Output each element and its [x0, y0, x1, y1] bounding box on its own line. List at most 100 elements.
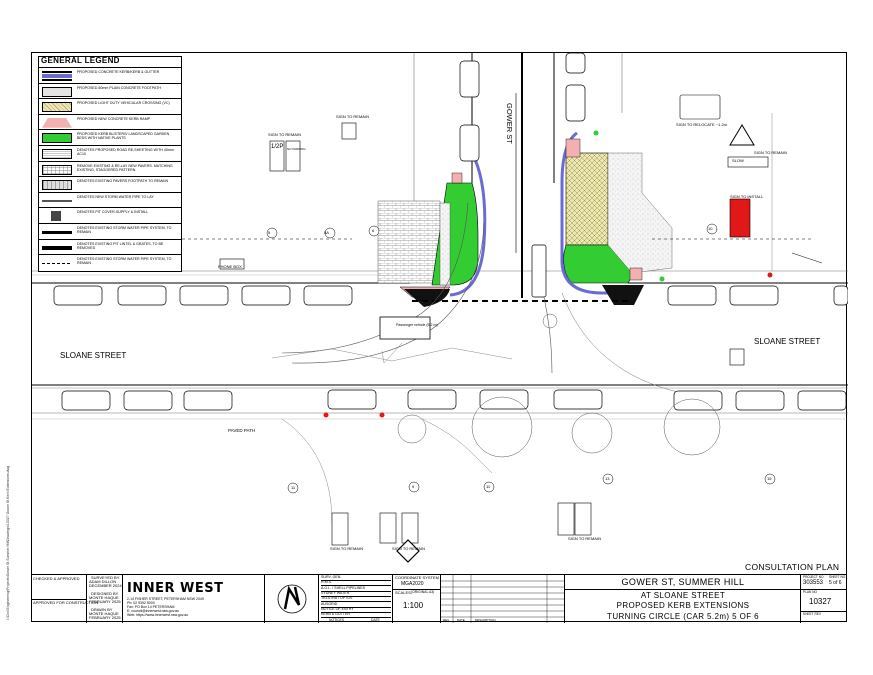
legend-swatch-pit — [51, 211, 61, 222]
coord-value: MGA2020 — [401, 581, 424, 587]
sign-remain-label-6: SIGN TO REMAIN — [568, 536, 601, 541]
numbers-cell: PROJECT NO SHEET NO 303553 5 of 6 PLAN N… — [801, 575, 847, 623]
legend-swatch-garden — [42, 133, 72, 144]
legend-text: DENOTES EXISTING STORM WATER PIPE SYSTEM… — [77, 226, 172, 234]
address-line-5: Web: https://www.innerwest.nsw.gov.au — [127, 613, 189, 617]
service-row: KERB & GUTTER — [321, 612, 391, 619]
legend-text: PROPOSED 80mm PLAIN CONCRETE FOOTPATH — [77, 85, 161, 90]
marker-15: 15 — [767, 476, 772, 481]
sheet-number: 5 of 6 — [829, 580, 842, 586]
marker-11a: 11 — [291, 485, 296, 490]
rev-desc-header: DESCRIPTION — [475, 618, 496, 622]
checked-label: CHECKED & APPROVED — [33, 576, 80, 581]
legend-swatch-pipe — [42, 195, 72, 206]
address-line-4: E: council@innerwest.nsw.gov.au — [127, 609, 179, 613]
scale-note: (ORIGINAL A3) — [411, 590, 435, 594]
sign-slow-text: SLOW — [732, 158, 744, 163]
services-cell: SURV. GEN.R.M.S.A.G.L. / SHELL PIPELINES… — [319, 575, 393, 623]
north-arrow-icon — [277, 584, 307, 614]
coord-cell: COORDINATE SYSTEM MGA2020 SCALES (ORIGIN… — [393, 575, 441, 623]
legend-text: REMOVE EXISTING & RE-LAY NEW PAVERS. MAT… — [77, 163, 173, 172]
designed-date: FEBRUARY 2025 — [89, 599, 121, 604]
service-row: TELSTRA / OPTUS — [321, 596, 391, 603]
sign-remain-label-5: SIGN TO REMAIN — [392, 546, 425, 551]
title-block: CHECKED & APPROVED APPROVED FOR CONSTRUC… — [31, 574, 847, 623]
marker-6: 6 — [372, 228, 375, 233]
marker-5: 5 — [268, 230, 271, 235]
north-arrow-cell — [265, 575, 319, 623]
gower-st-label: GOWER ST — [505, 103, 514, 144]
legend-row: DENOTES EXISTING STORM WATER PIPE SYSTEM… — [39, 223, 181, 240]
marker-10: 10 — [708, 226, 713, 231]
address-line-1: 2-14 FISHER STREET, PETERSHAM NSW 2049 — [127, 597, 204, 601]
legend-swatch-swp — [42, 227, 72, 237]
rev-header: REV — [443, 618, 450, 622]
legend-text: DENOTES EXISTING PAVERS FOOTPATH TO REMA… — [77, 179, 169, 184]
marker-13: 13 — [605, 476, 610, 481]
drawing-title-cell: GOWER ST, SUMMER HILL AT SLOANE STREET P… — [565, 575, 801, 623]
sign-install-label: SIGN TO INSTALL — [730, 194, 764, 199]
sign-remain-label-3: SIGN TO REMAIN — [754, 150, 787, 155]
sign-np-text: NO PARKING — [287, 147, 306, 151]
service-row: NOTICE OF ENTRY — [321, 607, 391, 613]
legend-swatch-resheet — [42, 149, 72, 159]
legend-row: PROPOSED 80mm PLAIN CONCRETE FOOTPATH — [39, 82, 181, 100]
consultation-plan-label: CONSULTATION PLAN — [745, 562, 840, 572]
notices-header: NOTICES — [329, 618, 345, 622]
file-path-note: I:\Civil Engineering\Projects\Gower St S… — [6, 465, 10, 620]
address-line-3: Fax: PO Box 14 PETERSHAM — [127, 605, 175, 609]
project-label: PROJECT NO — [803, 575, 824, 579]
sign-remain-label-4: SIGN TO REMAIN — [330, 546, 363, 551]
marker-5a: 5A — [324, 230, 329, 235]
legend-row: DENOTES PIT COVER-SUPPLY & INSTALL — [39, 207, 181, 224]
legend-text: DENOTES NEW STORM WATER PIPE TO LAY — [77, 194, 154, 199]
legend-row: PROPOSED CONCRETE KERB/KERB & GUTTER — [39, 67, 181, 84]
project-number: 303553 — [803, 580, 824, 586]
legend-text: PROPOSED NEW CONCRETE KERB RAMP — [77, 116, 151, 121]
legend-row: PROPOSED LIGHT DUTY VEHICULAR CROSSING (… — [39, 98, 181, 115]
legend-row: REMOVE EXISTING & RE-LAY NEW PAVERS. MAT… — [39, 160, 181, 178]
sheet-label: SHEET NO — [829, 575, 846, 579]
legend-swatch-ramp — [42, 117, 72, 128]
legend-row: DENOTES EXISTING PAVERS FOOTPATH TO REMA… — [39, 176, 181, 193]
site-plan — [32, 53, 848, 563]
sloane-street-label-left: SLOANE STREET — [60, 351, 127, 360]
sheet-rev-label: SHEET REV — [803, 612, 822, 616]
designed-label: DESIGNED BY — [91, 591, 119, 596]
sign-relocate-label: SIGN TO RELOCATE ~1.2m — [676, 122, 728, 127]
legend-text: DENOTES EXISTING PIT LINTEL & GRATES, TO… — [77, 241, 164, 250]
title-line-2: AT SLOANE STREET — [640, 591, 726, 600]
rev-date-header: DATE — [457, 618, 465, 622]
legend-row: DENOTES EXISTING PIT LINTEL & GRATES, TO… — [39, 238, 181, 256]
general-legend: GENERAL LEGEND PROPOSED CONCRETE KERB/KE… — [38, 56, 182, 272]
address-line-2: Ph: 02 9392 5000 — [127, 601, 155, 605]
turning-vehicle-label: Passenger vehicle (5.2 m) — [396, 323, 438, 327]
people-cell: SURVEYED BY ADAM DILLON DECEMBER 2024 DE… — [87, 575, 123, 623]
council-cell: INNER WEST 2-14 FISHER STREET, PETERSHAM… — [123, 575, 265, 623]
sign-remain-label-2: SIGN TO REMAIN — [336, 114, 369, 119]
drawn-name: MONTE HAQUE — [89, 611, 119, 616]
legend-text: PROPOSED LIGHT DUTY VEHICULAR CROSSING (… — [77, 101, 170, 106]
surveyed-name: ADAM DILLON — [89, 579, 117, 584]
legend-text: PROPOSED KERB BLISTERS/ LANDSCAPED GARDE… — [77, 132, 170, 141]
service-row: A.G.L. / SHELL PIPELINES — [321, 586, 391, 592]
designed-name: MONTE HAQUE — [89, 595, 119, 600]
legend-swatch-pavers — [42, 164, 72, 175]
sloane-street-label-right: SLOANE STREET — [754, 337, 821, 346]
legend-row: DENOTES PROPOSED ROAD RE-SHEETING WITH 4… — [39, 145, 181, 162]
legend-swatch-kerb — [42, 71, 72, 81]
marker-11b: 11 — [486, 484, 491, 489]
legend-row: DENOTES NEW STORM WATER PIPE TO LAY — [39, 191, 181, 209]
parked-cars-bottom — [61, 389, 847, 411]
phone-box-label: PHONE BOX — [218, 264, 242, 269]
revision-cell: REV DATE DESCRIPTION — [441, 575, 565, 623]
legend-text: DENOTES PIT COVER-SUPPLY & INSTALL — [77, 210, 149, 215]
approved-label: APPROVED FOR CONSTRUCTION — [33, 600, 99, 605]
coord-label: COORDINATE SYSTEM — [395, 575, 439, 580]
legend-swatch-dash — [42, 258, 72, 269]
service-row: SURV. GEN. — [321, 575, 391, 581]
sign-remain-label-1: SIGN TO REMAIN — [268, 132, 301, 137]
service-row: SYDNEY WATER — [321, 591, 391, 597]
plan-label: PLAN NO — [803, 590, 817, 594]
legend-swatch-lintel — [42, 242, 72, 253]
